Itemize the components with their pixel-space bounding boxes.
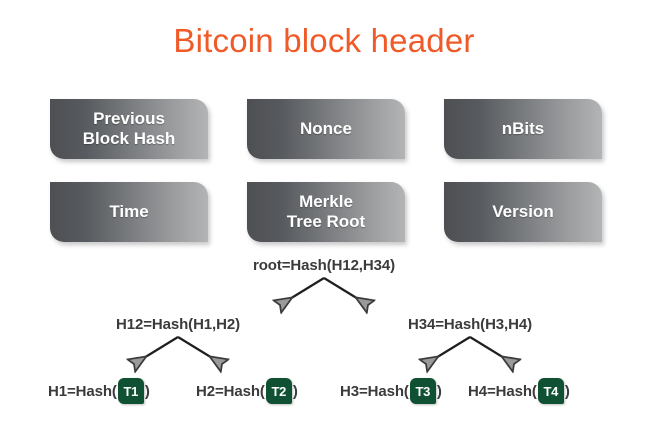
page-title: Bitcoin block header [173, 22, 475, 59]
field-box-label: nBits [501, 119, 545, 139]
field-box-label: Time [109, 202, 149, 222]
leaf-prefix: H3=Hash( [340, 382, 409, 400]
arrow-h12-to-h2 [177, 336, 222, 364]
transaction-badge-t3[interactable]: T3 [409, 378, 436, 404]
merkle-tree-arrows [0, 277, 648, 432]
field-box-nbits[interactable]: nBits [444, 99, 602, 159]
transaction-badge-t4[interactable]: T4 [537, 378, 564, 404]
field-box-label: Nonce [300, 119, 352, 139]
field-box-label: Merkle Tree Root [286, 192, 366, 231]
field-box-time[interactable]: Time [50, 182, 208, 242]
leaf-suffix: ) [144, 382, 150, 400]
merkle-node-root: root=Hash(H12,H34) [253, 257, 395, 274]
field-box-merkle-tree-root[interactable]: Merkle Tree Root [247, 182, 405, 242]
leaf-suffix: ) [292, 382, 298, 400]
field-box-nonce[interactable]: Nonce [247, 99, 405, 159]
merkle-node-h34: H34=Hash(H3,H4) [408, 316, 532, 333]
field-box-version[interactable]: Version [444, 182, 602, 242]
leaf-suffix: ) [564, 382, 570, 400]
merkle-leaf-h1: H1=Hash( T1 ) [48, 378, 150, 404]
field-box-previous-block-hash[interactable]: Previous Block Hash [50, 99, 208, 159]
leaf-prefix: H1=Hash( [48, 382, 117, 400]
leaf-prefix: H2=Hash( [196, 382, 265, 400]
transaction-badge-t1[interactable]: T1 [117, 378, 144, 404]
transaction-badge-t2[interactable]: T2 [265, 378, 292, 404]
arrow-h34-to-h4 [469, 336, 514, 364]
arrow-h12-to-h1 [134, 336, 179, 364]
leaf-prefix: H4=Hash( [468, 382, 537, 400]
merkle-leaf-h2: H2=Hash( T2 ) [196, 378, 298, 404]
merkle-leaf-h4: H4=Hash( T4 ) [468, 378, 570, 404]
leaf-suffix: ) [436, 382, 442, 400]
arrow-root-to-h34 [323, 277, 368, 305]
merkle-tree-diagram: root=Hash(H12,H34) H12=Hash(H1,H2) H34=H… [0, 248, 648, 432]
merkle-leaf-h3: H3=Hash( T3 ) [340, 378, 442, 404]
field-box-label: Version [492, 202, 554, 222]
field-box-label: Previous Block Hash [82, 109, 176, 148]
arrow-h34-to-h3 [426, 336, 471, 364]
merkle-node-h12: H12=Hash(H1,H2) [116, 316, 240, 333]
arrow-root-to-h12 [280, 277, 325, 305]
